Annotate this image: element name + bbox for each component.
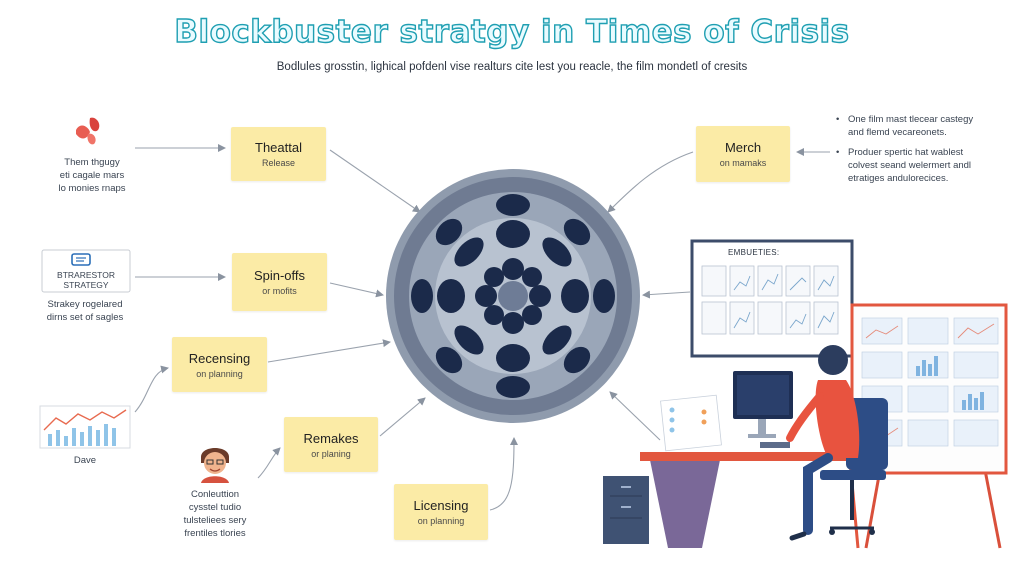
desk-scene <box>603 345 888 549</box>
box-subtitle: on planning <box>417 516 465 526</box>
bullet-dot: • <box>836 147 840 158</box>
bullet-line: etratiges andulorecices. <box>848 173 949 184</box>
bullet-line: Produer spertic hat wablest <box>848 147 964 158</box>
arrow-remakes-to-reel <box>379 397 426 437</box>
page-subtitle: Bodlules grosstin, lighical pofdenl vise… <box>276 61 748 73</box>
red-flags-icon <box>76 117 100 145</box>
note-line: frentiles tlories <box>184 528 246 539</box>
box-title: Licensing <box>413 498 469 513</box>
reel-outer-holes <box>411 194 615 398</box>
box-subtitle: or planing <box>311 448 351 459</box>
arrow-person-to-remakes <box>257 447 281 479</box>
box-title: Remakes <box>303 430 359 446</box>
trend-chart-icon <box>39 405 131 449</box>
note-line: dirns set of sagles <box>46 312 124 323</box>
strategy-card-label: BTRARESTOR STRATEGY <box>42 270 130 290</box>
arrow-chart-to-recensing <box>134 365 169 413</box>
strategy-card-line: BTRARESTOR <box>57 270 115 280</box>
note-line: lo monies rnaps <box>58 183 126 194</box>
box-subtitle: or mofits <box>262 286 297 296</box>
right-bullet-2: • Produer spertic hat wablest colvest se… <box>836 146 1016 185</box>
arrow-desk-to-reel <box>609 391 661 441</box>
box-title: Spin-offs <box>253 268 306 283</box>
page-title: Blockbuster stratgy in Times of Crisis <box>174 13 850 50</box>
arrow-theatrical-to-reel <box>329 149 421 213</box>
note-line: Them thgugy <box>64 157 120 168</box>
bullet-item: • Produer spertic hat wablest colvest se… <box>836 146 1016 185</box>
arrow-spinoffs-to-reel <box>329 282 384 298</box>
right-bullet-1: • One film mast tlecear castegy and flem… <box>836 113 1016 139</box>
strategy-card-line: STRATEGY <box>63 280 109 290</box>
strategy-card-icon <box>41 249 131 293</box>
note-line: tulsteliees sery <box>183 515 247 526</box>
box-title: Recensing <box>188 350 251 366</box>
arrow-merch-to-reel <box>607 151 694 213</box>
box-spinoffs[interactable]: Spin-offs or mofits <box>232 253 327 311</box>
arrow-licensing-to-reel <box>489 437 518 511</box>
box-licensing[interactable]: Licensing on planning <box>394 484 488 540</box>
box-subtitle: on planning <box>196 368 243 379</box>
reel-inner-holes <box>437 220 589 372</box>
wall-monitor <box>690 239 854 358</box>
note-line: cysstel tudio <box>188 502 242 513</box>
person-avatar-icon <box>201 448 229 483</box>
arrow-recensing-to-reel <box>267 339 391 363</box>
bullet-line: and flemd vecareonets. <box>848 127 947 138</box>
film-reel <box>386 169 640 423</box>
note-line: eti cagale mars <box>59 170 125 181</box>
arrow-monitor-to-reel <box>642 290 691 299</box>
box-title: Theattal <box>255 140 302 155</box>
box-theatrical-release[interactable]: Theattal Release <box>231 127 326 181</box>
box-remakes[interactable]: Remakes or planing <box>284 417 378 472</box>
box-subtitle: Release <box>261 158 296 168</box>
box-subtitle: on mamaks <box>719 158 767 168</box>
chart-caption: Dave <box>73 455 97 466</box>
note-line: Conleuttion <box>190 489 240 500</box>
bullet-line: One film mast tlecear castegy <box>848 114 974 125</box>
box-title: Merch <box>724 140 762 155</box>
top-left-note: Them thgugy eti cagale mars lo monies rn… <box>42 156 142 195</box>
strategy-note: Strakey rogelared dirns set of sagles <box>30 298 140 324</box>
bullet-dot: • <box>836 114 840 125</box>
monitor-heading: EMBUETIES: <box>728 248 780 257</box>
person-note: Conleuttion cysstel tudio tulsteliees se… <box>160 488 270 540</box>
box-merch[interactable]: Merch on mamaks <box>696 126 790 182</box>
bullet-item: • One film mast tlecear castegy and flem… <box>836 113 1016 139</box>
note-line: Strakey rogelared <box>47 299 123 310</box>
bullet-line: colvest seand welermert andl <box>848 160 972 171</box>
box-recensing[interactable]: Recensing on planning <box>172 337 267 392</box>
